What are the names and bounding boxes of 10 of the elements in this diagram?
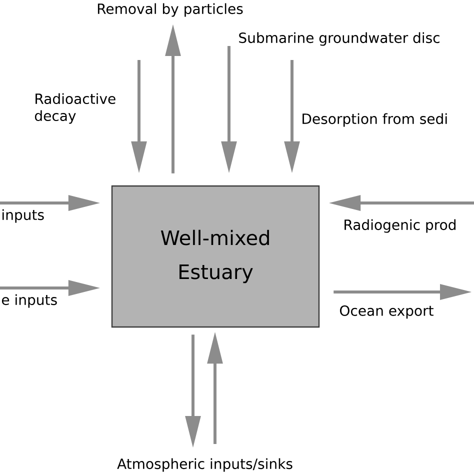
edge-label: Ocean export xyxy=(340,305,434,319)
edge-label: Submarine groundwater disc xyxy=(239,32,440,46)
flux-label: Atmospheric inputs/sinks xyxy=(117,458,292,472)
edge-label: Desorption from sedi xyxy=(302,113,447,127)
edge-label: Radiogenic prod xyxy=(344,219,456,233)
edge-label: Radioactive decay xyxy=(34,93,116,124)
flux-label: Removal by particles xyxy=(98,3,243,17)
edge-label: e inputs xyxy=(2,294,57,308)
reservoir-box: Well-mixed Estuary xyxy=(111,185,320,328)
edge-label: inputs xyxy=(2,209,44,223)
